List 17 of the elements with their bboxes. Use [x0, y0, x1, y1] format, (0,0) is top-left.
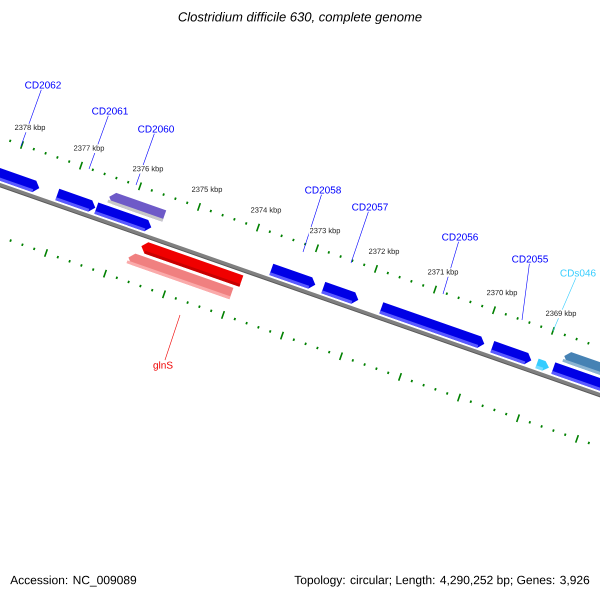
- accession-text: Accession: NC_009089: [10, 575, 136, 587]
- leader-line: [522, 263, 530, 320]
- gene-label: CD2057: [352, 203, 388, 211]
- gene-label: CDs046: [560, 269, 596, 277]
- gene-label: CD2061: [92, 107, 128, 115]
- leader-line: [164, 314, 180, 360]
- gene-label: glnS: [153, 361, 173, 371]
- title: Clostridium difficile 630, complete genome: [178, 12, 422, 24]
- gene-label: CD2060: [138, 125, 174, 133]
- leader-line: [302, 194, 322, 252]
- leader-line: [350, 211, 369, 264]
- gene-label: CD2058: [305, 186, 341, 194]
- genome-info-text: Topology: circular; Length: 4,290,252 bp; Genes: 3,926: [294, 575, 590, 587]
- leader-line: [88, 115, 109, 170]
- gene-label: CD2055: [512, 255, 548, 263]
- gene-label: CD2062: [25, 81, 61, 89]
- gene-label: CD2056: [442, 233, 478, 241]
